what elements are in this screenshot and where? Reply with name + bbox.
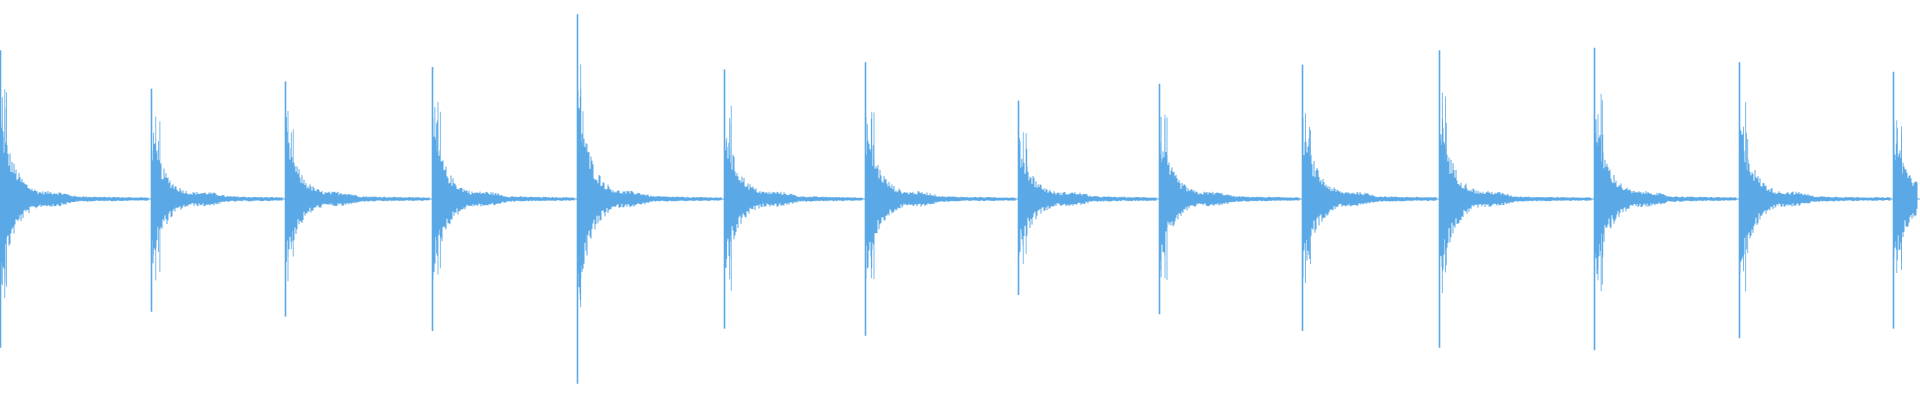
waveform-transient <box>431 67 575 331</box>
waveform-transient <box>723 69 863 329</box>
waveform-decay <box>285 127 430 257</box>
waveform-transient <box>1593 47 1737 351</box>
waveform-transient <box>1738 62 1891 339</box>
waveform-transient <box>1301 64 1437 331</box>
waveform-decay <box>1302 117 1437 278</box>
waveform-decay <box>1159 142 1300 271</box>
waveform-transient <box>576 14 722 384</box>
waveform-decay <box>1439 127 1592 270</box>
waveform-decay <box>432 118 575 280</box>
waveform-transient <box>0 50 149 348</box>
waveform-transient <box>284 81 430 317</box>
waveform-decay <box>865 117 1016 279</box>
waveform-decay <box>0 121 149 284</box>
waveform-transient <box>1158 83 1300 315</box>
waveform-transients <box>0 14 1918 384</box>
waveform-decay <box>151 143 283 264</box>
waveform-decay <box>1739 130 1891 274</box>
waveform-decay <box>577 90 722 294</box>
waveform-transient <box>1438 50 1592 348</box>
waveform-transient <box>1017 100 1157 295</box>
waveform-decay <box>1594 119 1737 274</box>
waveform-transient <box>150 88 283 312</box>
waveform-decay <box>724 140 863 268</box>
waveform-decay <box>1018 141 1157 256</box>
waveform-transient <box>864 62 1016 336</box>
waveform-transient <box>1892 71 1918 329</box>
